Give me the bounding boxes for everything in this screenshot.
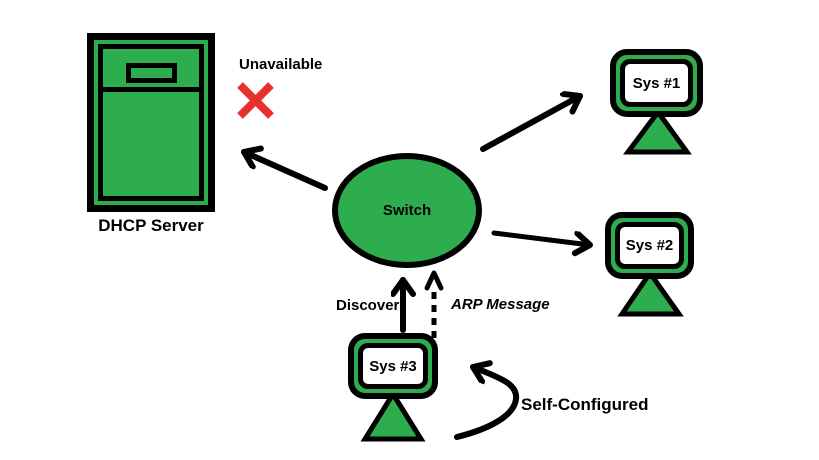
sys1-node: Sys #1 <box>610 49 703 117</box>
dhcp-server-body <box>98 44 204 201</box>
switch-node: Switch <box>332 153 482 268</box>
sys2-screen: Sys #2 <box>615 222 684 269</box>
dhcp-server-top-panel <box>103 49 199 92</box>
arrow-switch-to-dhcp <box>241 152 328 191</box>
sys2-label: Sys #2 <box>625 237 674 254</box>
sys1-screen: Sys #1 <box>620 59 693 107</box>
unavailable-label: Unavailable <box>239 56 323 73</box>
arrow-self-configured <box>454 367 520 440</box>
sys2-node: Sys #2 <box>605 212 694 279</box>
switch-label: Switch <box>382 202 432 219</box>
dhcp-server-label: DHCP Server <box>98 216 204 235</box>
sys3-label: Sys #3 <box>369 357 417 375</box>
arrow-arp-head <box>424 270 444 291</box>
sys3-stand-icon <box>360 389 426 442</box>
self-configured-label: Self-Configured <box>521 395 649 414</box>
unavailable-x-icon <box>237 82 274 119</box>
arrow-switch-to-sys1 <box>480 96 583 152</box>
sys3-screen: Sys #3 <box>358 343 428 389</box>
dhcp-server-slot-icon <box>126 63 177 83</box>
sys1-stand-icon <box>623 107 692 155</box>
discover-label: Discover <box>336 297 400 314</box>
sys1-label: Sys #1 <box>632 74 681 92</box>
sys3-node: Sys #3 <box>348 333 438 399</box>
dhcp-server-icon <box>87 33 215 212</box>
sys2-stand-icon <box>617 268 684 317</box>
arrow-switch-to-sys2 <box>491 230 590 245</box>
arp-message-label: ARP Message <box>451 296 550 313</box>
